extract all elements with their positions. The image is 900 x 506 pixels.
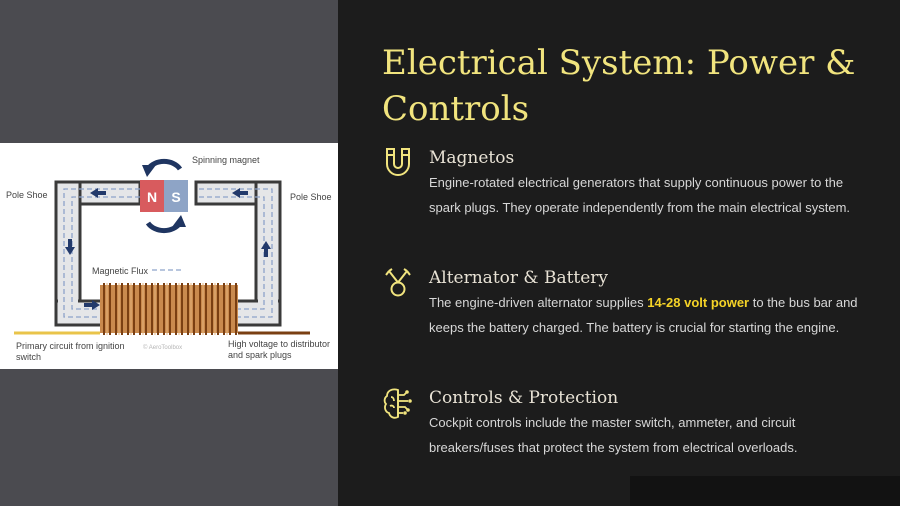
rotation-arrowheads — [142, 165, 186, 227]
section-controls-protection: Controls & Protection Cockpit controls i… — [382, 386, 872, 466]
slide-title: Electrical System: Power & Controls — [382, 43, 856, 129]
body-text-before: The engine-driven alternator supplies — [429, 295, 648, 310]
section-body: The engine-driven alternator supplies 14… — [429, 291, 869, 340]
coil-windings — [100, 283, 238, 335]
magnet-icon — [386, 148, 410, 176]
primary-circuit-label-line2: switch — [16, 352, 41, 362]
section-heading: Alternator & Battery — [429, 268, 609, 288]
high-voltage-label-line1: High voltage to distributor — [228, 339, 330, 349]
flux-arrows — [65, 188, 271, 310]
primary-circuit-label-line1: Primary circuit from ignition — [16, 341, 125, 351]
magnet-n-label: N — [147, 189, 157, 205]
brain-circuit-icon — [383, 388, 412, 419]
section-body: Cockpit controls include the master swit… — [429, 415, 798, 455]
section-magnetos: Magnetos Engine-rotated electrical gener… — [382, 146, 872, 226]
body-text-after: to the bus bar and keeps the battery cha… — [429, 295, 858, 335]
section-heading: Controls & Protection — [429, 388, 619, 408]
section-alternator-battery: Alternator & Battery The engine-driven a… — [382, 266, 872, 376]
pole-shoe-right-label: Pole Shoe — [290, 192, 332, 202]
bottom-shadow — [630, 476, 900, 506]
magneto-diagram-svg: N S Spinning magnet Pole Shoe Pole Shoe … — [6, 155, 332, 362]
diagram-watermark: © AeroToolbox — [143, 344, 182, 351]
magneto-diagram: N S Spinning magnet Pole Shoe Pole Shoe … — [0, 143, 338, 369]
spinning-magnet-label: Spinning magnet — [192, 155, 260, 165]
high-voltage-label-line2: and spark plugs — [228, 350, 292, 360]
voltage-highlight: 14-28 volt power — [647, 295, 750, 310]
spinning-magnet: N S — [140, 180, 188, 212]
right-panel — [338, 0, 900, 506]
magnetic-flux-label: Magnetic Flux — [92, 266, 149, 276]
section-heading: Magnetos — [429, 148, 515, 168]
magnet-s-label: S — [171, 189, 180, 205]
section-body: Engine-rotated electrical generators tha… — [429, 175, 851, 215]
battery-alternator-icon — [385, 268, 411, 297]
pole-shoe-left-label: Pole Shoe — [6, 190, 48, 200]
